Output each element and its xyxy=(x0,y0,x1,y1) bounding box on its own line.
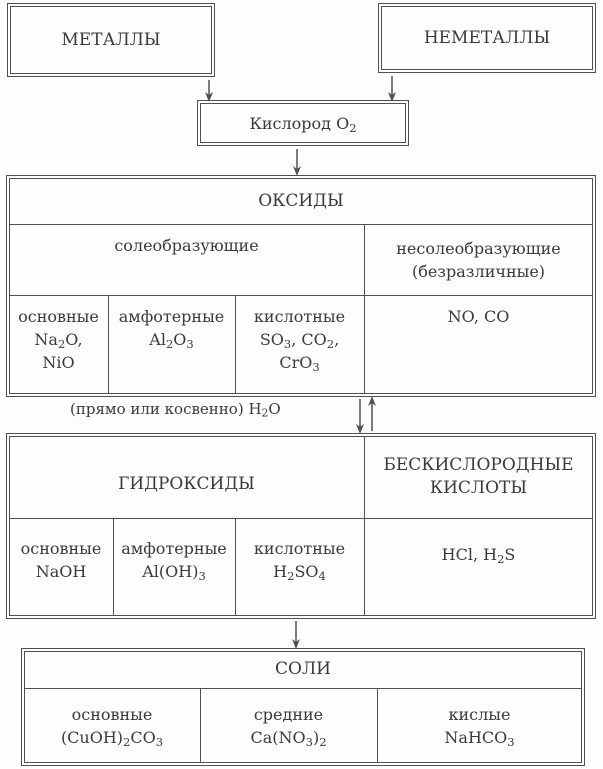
non-salt-forming-label: несолеобразующие (безразличные) xyxy=(396,238,561,281)
hydroxides-block xyxy=(6,433,596,619)
water-label: (прямо или косвенно) H2O xyxy=(70,400,281,420)
basic-hydroxides-cell: основные NaOH xyxy=(20,539,102,581)
oxides-salt-divider xyxy=(364,224,365,394)
salts-block xyxy=(21,648,585,766)
oxygen-label: Кислород O2 xyxy=(249,113,357,135)
hydroxides-amph-acid-divider xyxy=(235,518,236,616)
hydroxides-basic-amph-divider xyxy=(113,518,114,616)
oxides-block xyxy=(6,175,596,397)
acidic-hydroxides-cell: кислотные H2SO4 xyxy=(253,539,346,583)
salt-forming-label: солеобразующие xyxy=(114,236,259,255)
oxygen-box: Кислород O2 xyxy=(197,100,409,146)
metals-box: МЕТАЛЛЫ xyxy=(7,3,215,77)
nonmetals-box: НЕМЕТАЛЛЫ xyxy=(378,3,596,73)
oxides-title: ОКСИДЫ xyxy=(258,190,344,211)
medium-salts-cell: средние Ca(NO3)2 xyxy=(250,704,327,749)
acidic-oxides-cell: кислотные SO3, CO2, CrO3 xyxy=(253,307,346,374)
metals-label: МЕТАЛЛЫ xyxy=(61,30,161,50)
oxides-amph-acid-divider xyxy=(235,295,236,394)
amphoteric-hydroxides-cell: амфотерные Al(OH)3 xyxy=(121,539,227,583)
oxides-title-divider xyxy=(9,224,593,225)
oxygen-free-acids-title: БЕСКИСЛОРОДНЫЕ КИСЛОТЫ xyxy=(383,455,574,498)
non-salt-examples-cell: NO, CO xyxy=(447,307,510,326)
salts-basic-medium-divider xyxy=(200,688,201,763)
nonmetals-label: НЕМЕТАЛЛЫ xyxy=(423,28,551,48)
salts-title: СОЛИ xyxy=(275,659,331,679)
basic-oxides-cell: основные Na2O, NiO xyxy=(18,307,99,372)
salts-medium-acid-divider xyxy=(377,688,378,763)
amphoteric-oxides-cell: амфотерные Al2O3 xyxy=(118,307,225,351)
oxides-basic-amph-divider xyxy=(108,295,109,394)
hydroxides-row-divider xyxy=(9,518,593,519)
hydroxides-acids-divider xyxy=(364,436,365,616)
acid-salts-cell: кислые NaHCO3 xyxy=(444,704,515,749)
oxides-type-divider xyxy=(9,295,593,296)
hydroxides-title: ГИДРОКСИДЫ xyxy=(118,473,255,494)
salts-title-divider xyxy=(24,688,582,689)
basic-salts-cell: основные (CuOH)2CO3 xyxy=(60,704,164,749)
oxygen-free-acids-examples: HCl, H2S xyxy=(441,544,516,566)
